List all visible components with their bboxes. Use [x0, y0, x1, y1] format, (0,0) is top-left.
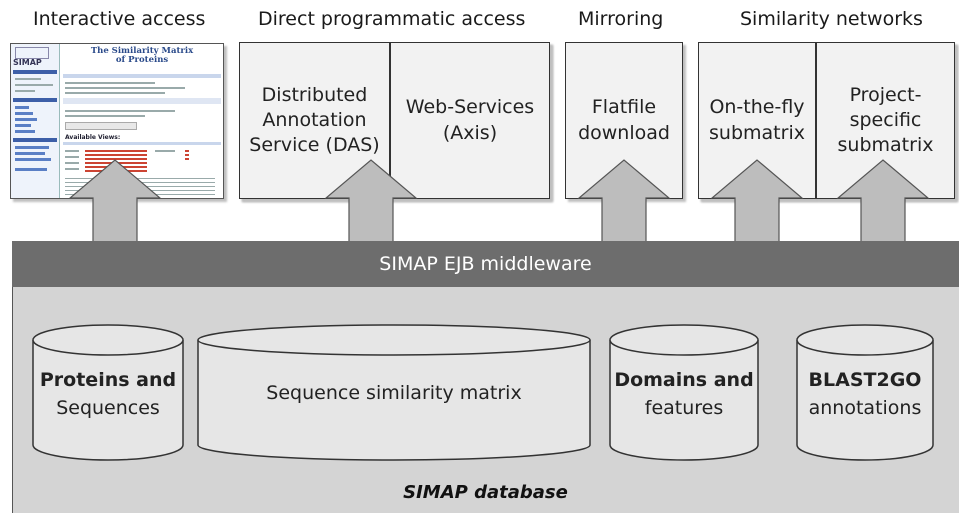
domains-features-label: Domains and features	[614, 369, 754, 419]
thumbnail-title: The Similarity Matrix of Proteins	[90, 46, 194, 65]
on-the-fly-submatrix-box: On-the-fly submatrix	[698, 42, 816, 199]
database-cylinder-icon	[32, 340, 184, 461]
sequence-similarity-matrix-label: Sequence similarity matrix	[266, 382, 522, 404]
header-direct-programmatic-access: Direct programmatic access	[258, 8, 526, 30]
database-cylinder-icon	[197, 340, 591, 461]
database-cylinder-icon	[796, 340, 934, 461]
web-services-box: Web-Services (Axis)	[390, 42, 550, 199]
thumbnail-logo: SIMAP	[13, 46, 53, 68]
arrow-up-icon	[324, 159, 418, 243]
header-similarity-networks: Similarity networks	[740, 8, 923, 30]
blast2go-annotations-label: BLAST2GO annotations	[808, 369, 922, 419]
database-cylinder-icon	[609, 340, 759, 461]
arrow-up-icon	[68, 159, 162, 243]
header-interactive-access: Interactive access	[33, 8, 206, 30]
database-title: SIMAP database	[403, 482, 568, 503]
thumbnail-section: Available Views:	[65, 134, 121, 141]
middleware-bar: SIMAP EJB middleware	[12, 241, 959, 287]
thumbnail-sidebar	[11, 44, 60, 198]
arrow-up-icon	[710, 159, 804, 243]
flatfile-download-box: Flatfile download	[565, 42, 683, 199]
header-mirroring: Mirroring	[578, 8, 664, 30]
arrow-up-icon	[836, 159, 930, 243]
proteins-sequences-label: Proteins and Sequences	[39, 369, 177, 419]
arrow-up-icon	[577, 159, 671, 243]
